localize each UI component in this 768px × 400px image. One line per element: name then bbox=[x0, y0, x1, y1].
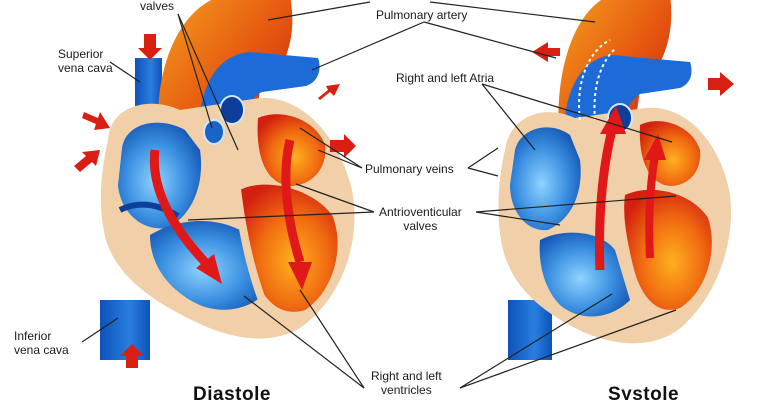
pointer-svc bbox=[109, 61, 141, 83]
pointer-valves-2 bbox=[177, 13, 213, 129]
semilunar-valve-right-left bbox=[219, 95, 245, 125]
pointer-pv-3 bbox=[467, 147, 499, 169]
label-inferior-vena-cava: Inferior vena cava bbox=[14, 329, 69, 357]
pointer-av-4 bbox=[475, 195, 677, 213]
dotted-flow-aorta bbox=[593, 47, 617, 121]
inflow-arrow-pv-3 bbox=[318, 84, 340, 100]
flow-arrowhead-rv-pa bbox=[600, 106, 626, 134]
septum-left bbox=[226, 129, 266, 302]
label-pulmonary-veins: Pulmonary veins bbox=[365, 162, 454, 176]
pointer-valves-1 bbox=[177, 13, 239, 151]
pointer-lines bbox=[81, 1, 677, 389]
outflow-arrows-right bbox=[532, 42, 734, 96]
pointer-av-1 bbox=[295, 183, 375, 213]
pointer-vent-1 bbox=[243, 295, 365, 389]
semilunar-valve-left-left bbox=[203, 119, 225, 145]
pointer-atria-right bbox=[481, 83, 536, 151]
flow-arrow-ra-rv bbox=[149, 149, 209, 266]
superior-vena-cava-right bbox=[508, 300, 552, 360]
pointer-pv-1 bbox=[299, 127, 363, 169]
flow-arrowhead-ra-rv bbox=[196, 254, 222, 284]
pointer-pa-aorta-right bbox=[429, 1, 596, 23]
outflow-arrow-pa bbox=[532, 42, 560, 62]
pointer-pv-4 bbox=[467, 167, 499, 177]
inflow-arrow-ivc bbox=[120, 344, 144, 368]
flow-arrow-rv-pa bbox=[595, 128, 617, 271]
pointer-pa-left bbox=[311, 21, 425, 71]
inflow-arrow-pv-2 bbox=[74, 150, 100, 172]
right-atrium-right bbox=[510, 127, 581, 231]
pointer-vent-2 bbox=[299, 289, 365, 389]
pointer-av-2 bbox=[187, 211, 375, 221]
title-systole: Systole bbox=[608, 384, 680, 400]
inflow-arrow-svc bbox=[138, 34, 162, 60]
label-ventricles: Right and left ventricles bbox=[371, 369, 442, 397]
flow-arrowhead-la-lv bbox=[288, 262, 312, 290]
pointer-pv-2 bbox=[317, 149, 363, 169]
inflow-arrow-pv-1 bbox=[82, 112, 110, 130]
label-semilunar-valves: valves bbox=[140, 0, 175, 13]
pointer-atria-left bbox=[481, 83, 673, 143]
pointer-pa-aorta bbox=[267, 1, 371, 21]
inflow-arrows-left bbox=[74, 34, 356, 368]
pointer-vent-4 bbox=[459, 309, 677, 389]
flow-arrow-la-lv bbox=[281, 138, 305, 264]
label-superior-vena-cava: Superior vena cava bbox=[58, 47, 113, 75]
title-diastole: Diastole bbox=[193, 384, 271, 400]
label-av-valves: Antrioventicular valves bbox=[379, 205, 462, 233]
diastole-heart bbox=[74, 0, 356, 368]
pointer-pa-right bbox=[423, 21, 557, 59]
septum-right bbox=[606, 134, 644, 302]
inferior-vena-cava-left bbox=[100, 300, 150, 360]
pointer-av-3 bbox=[475, 211, 561, 226]
flow-arrowhead-lv-ao bbox=[644, 134, 666, 160]
systole-heart bbox=[498, 0, 734, 360]
right-ventricle-right bbox=[539, 232, 630, 317]
label-atria: Right and left Atria bbox=[396, 71, 495, 85]
outflow-arrow-ao bbox=[708, 72, 734, 96]
label-pulmonary-artery: Pulmonary artery bbox=[376, 8, 468, 22]
flow-arrow-lv-ao bbox=[645, 154, 659, 259]
pointer-vent-3 bbox=[459, 293, 613, 389]
pointer-ivc bbox=[81, 317, 119, 343]
